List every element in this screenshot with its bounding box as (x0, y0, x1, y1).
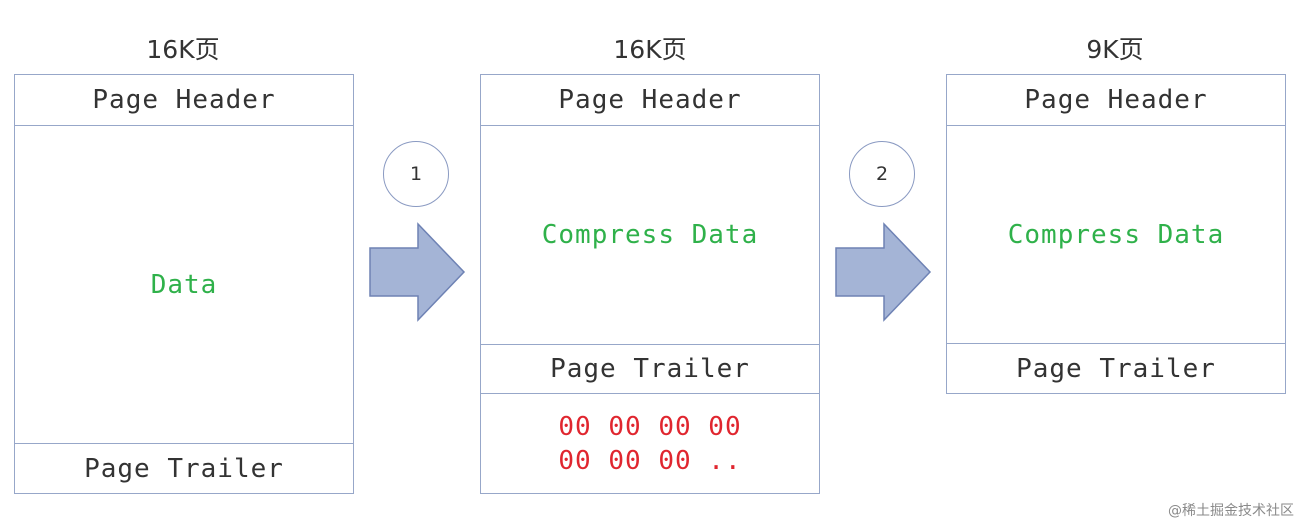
step-2-badge: 2 (849, 141, 915, 207)
arrow-right-icon (369, 222, 466, 322)
padding-line-2: 00 00 00 .. (558, 445, 742, 476)
page-3-data: Compress Data (1007, 220, 1225, 250)
page-2-padding: 00 00 00 00 00 00 00 .. (481, 394, 819, 493)
page-3-trailer: Page Trailer (947, 343, 1285, 393)
padding-line-1: 00 00 00 00 (558, 411, 742, 442)
step-1-badge: 1 (383, 141, 449, 207)
page-2-trailer: Page Trailer (481, 344, 819, 394)
page-1-header: Page Header (15, 75, 353, 126)
page-3-header: Page Header (947, 75, 1285, 126)
page-1-data: Data (150, 270, 218, 300)
page-3-block: Page Header Compress Data Page Trailer (946, 74, 1286, 394)
page-1-block: Page Header Data Page Trailer (14, 74, 354, 494)
watermark: @稀土掘金技术社区 (1168, 500, 1294, 520)
page-1-title: 16K页 (146, 35, 220, 64)
page-2-title: 16K页 (613, 35, 687, 64)
page-2-block: Page Header Compress Data Page Trailer 0… (480, 74, 820, 494)
arrow-right-icon (835, 222, 932, 322)
page-2-data: Compress Data (541, 220, 759, 250)
page-2-header: Page Header (481, 75, 819, 126)
page-3-title: 9K页 (1086, 35, 1144, 64)
page-1-trailer: Page Trailer (15, 443, 353, 493)
